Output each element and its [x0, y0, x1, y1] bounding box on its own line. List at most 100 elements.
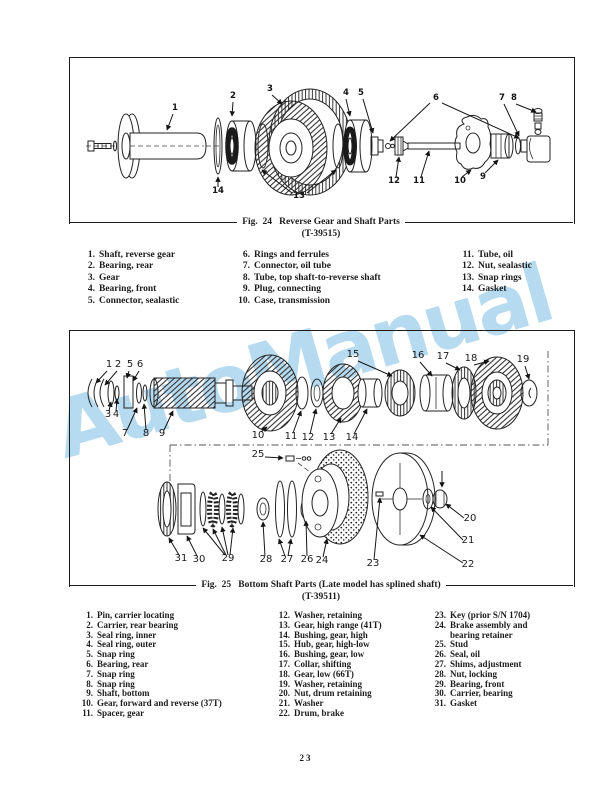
callout-number: 22	[462, 559, 475, 570]
parts-list-item: 22.Drum, brake	[270, 707, 435, 719]
parts-list-item: 1.Shaft, reverse gear	[84, 250, 244, 261]
parts-list-item: 16.Bushing, gear, low	[270, 649, 435, 660]
parts-list-item: 3. Seal ring, inner	[78, 629, 263, 641]
callout-number: 11	[285, 431, 298, 442]
parts-list-item: 3.Gear	[84, 273, 244, 284]
parts-list-item: 2.Bearing, rear	[84, 261, 244, 272]
parts-list-item: 4.Seal ring, outer	[78, 640, 263, 650]
callout-number: 26	[301, 554, 314, 565]
callout-number: 28	[260, 554, 273, 565]
callout-number: 11	[413, 176, 425, 186]
part-number: 18.	[278, 668, 290, 679]
part-label: Seal, oil	[450, 649, 481, 660]
parts-list-item: 12. Washer, retaining	[270, 610, 435, 621]
callout-number: 5	[127, 359, 133, 370]
part-number: 17.	[278, 658, 290, 669]
figure-25-drawing: 1256347891011121314151617181925313029282…	[87, 349, 549, 570]
parts-list-item: 6.Rings and ferrules	[234, 250, 449, 261]
part-number: 29.	[434, 678, 446, 689]
part-label: Bushing, gear, low	[294, 649, 365, 660]
callout-number: 6	[137, 359, 143, 370]
callout-number: 15	[347, 349, 360, 360]
part-number: 9.	[86, 688, 93, 699]
part-number: 13.	[278, 619, 290, 630]
part-label: Washer, retaining	[294, 610, 363, 620]
parts-list-item: 12.Nut, sealastic	[455, 261, 575, 272]
part-label: Washer, retaining	[294, 678, 363, 689]
part-label: Seal ring, inner	[97, 629, 157, 640]
parts-list-item: 10.Gear, forward and reverse (37T)	[78, 698, 263, 709]
callout-number: 1	[172, 103, 178, 113]
part-number: 10.	[238, 295, 250, 306]
parts-list-item: 31.Gasket	[426, 698, 561, 709]
part-label: Tube, top shaft-to-reverse shaft	[254, 272, 381, 283]
callout-number: 30	[193, 554, 206, 565]
callout-number: 20	[464, 513, 477, 524]
part-number: 21.	[278, 698, 290, 709]
part-number: 8.	[242, 272, 250, 283]
part-number: 6.	[242, 250, 250, 260]
parts-list-item: 14.Bushing, gear, high	[270, 630, 435, 641]
callout-number: 18	[465, 353, 478, 364]
parts-list-item: 17. Collar, shifting	[270, 658, 435, 670]
callout-number: 1	[106, 359, 112, 370]
part-label: Nut, locking	[450, 668, 498, 679]
parts-list-item: 5.Snap ring	[78, 649, 263, 660]
part-number: 11.	[82, 707, 93, 718]
parts-list-item: 18. Gear, low (66T)	[270, 668, 435, 680]
part-number: 3.	[87, 272, 95, 283]
callout-number: 2	[230, 91, 236, 101]
part-label: Gear, low (66T)	[294, 668, 354, 679]
part-label: Gasket	[478, 284, 507, 295]
callout-number: 29	[222, 553, 235, 564]
parts-list-item: 9.Plug, connecting	[234, 284, 449, 295]
part-number: 8.	[86, 678, 93, 689]
figure-24-caption-row: Fig. 24 Reverse Gear and Shaft Parts	[69, 217, 574, 227]
part-label: Collar, shifting	[294, 658, 352, 669]
part-number: 12.	[462, 261, 474, 272]
callout-number: 24	[316, 555, 329, 566]
parts-list-item: 29.Bearing, front	[426, 678, 561, 690]
figure-24-subcaption: (T-39515)	[301, 229, 341, 239]
parts-list-item: 24.Brake assembly and bearing retainer	[426, 619, 561, 641]
part-number: 3.	[86, 629, 93, 640]
part-label: Connector, oil tube	[254, 261, 331, 272]
part-number: 31.	[434, 698, 446, 709]
part-label: Brake assembly and bearing retainer	[450, 619, 528, 640]
part-label: Seal ring, outer	[97, 639, 157, 650]
part-label: Shaft, bottom	[97, 688, 150, 699]
figure-25-subcaption: (T-39511)	[301, 592, 341, 602]
part-label: Key (prior S/N 1704)	[450, 610, 531, 620]
parts-list-item: 4.Bearing, front	[84, 284, 244, 295]
callout-number: 4	[343, 88, 349, 98]
parts-list-item: 8.Snap ring	[78, 678, 263, 690]
part-number: 12.	[278, 610, 290, 620]
parts-column-3: 23. Key (prior S/N 1704)24.Brake assembly…	[426, 610, 561, 709]
parts-list-item: 11.Tube, oil	[455, 250, 575, 261]
parts-list-item: 27.Shims, adjustment	[426, 658, 561, 670]
parts-list-item: 26.Seal, oil	[426, 649, 561, 660]
callout-number: 2	[115, 359, 121, 370]
parts-list-item: 9. Shaft, bottom	[78, 689, 263, 699]
part-number: 25.	[434, 639, 446, 650]
parts-list-item: 5.Connector, sealastic	[84, 296, 244, 307]
part-label: Snap ring	[97, 649, 135, 660]
part-number: 27.	[434, 658, 446, 669]
caption-rule-right	[445, 584, 574, 586]
parts-list-item: 30.Carrier, bearing	[426, 689, 561, 699]
callout-number: 14	[346, 432, 359, 443]
parts-list-item: 13.Snap rings	[455, 273, 575, 284]
part-number: 23.	[434, 610, 446, 620]
part-label: Snap rings	[478, 272, 522, 283]
parts-list-item: 13.Gear, high range (41T)	[270, 619, 435, 631]
part-number: 22.	[278, 707, 290, 718]
